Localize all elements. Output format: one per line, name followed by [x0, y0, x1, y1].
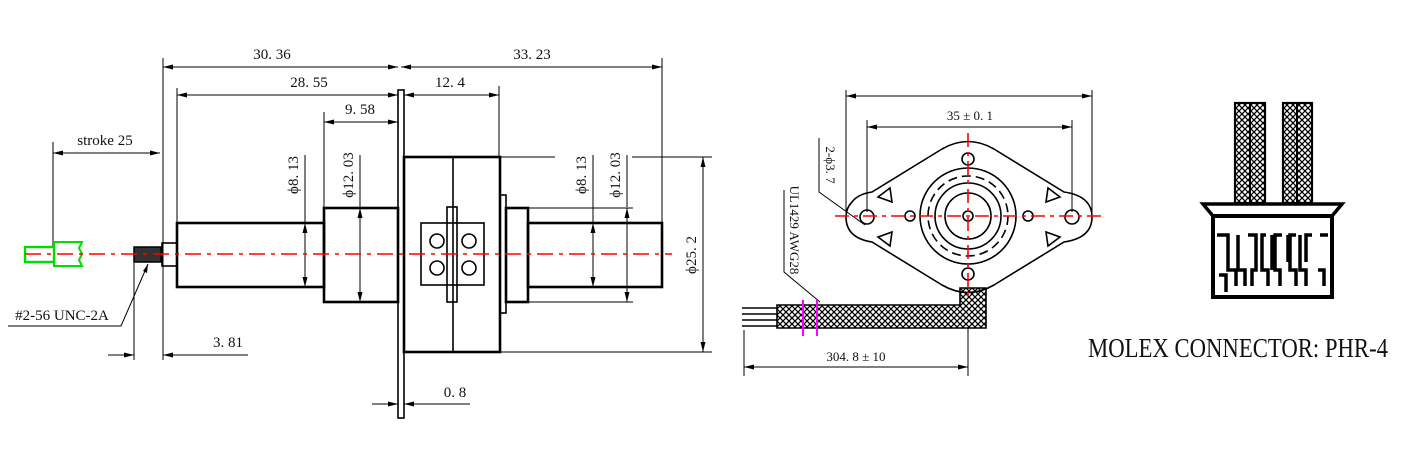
front-arrowheads — [744, 93, 1092, 370]
lead-length-dim: 304. 8 ± 10 — [826, 349, 885, 364]
body-diameter: ϕ25. 2 — [684, 236, 700, 274]
front-centerlines — [835, 133, 1105, 300]
hole-diameter-label: 2-ϕ3. 7 — [823, 146, 838, 184]
rear-collar — [322, 206, 400, 304]
side-view: 30. 36 33. 23 28. 55 12. 4 9. 58 stroke … — [8, 47, 712, 419]
stroke-label: stroke 25 — [77, 133, 132, 149]
dim-front-length: 33. 23 — [513, 47, 551, 63]
molex-connector: MOLEX CONNECTOR: PHR-4 — [1088, 101, 1388, 363]
dim-flange-thickness: 0. 8 — [444, 385, 467, 401]
thread-label: #2-56 UNC-2A — [15, 308, 109, 324]
hole-spacing-dim: 35 ± 0. 1 — [947, 108, 993, 123]
dim-body-length: 12. 4 — [435, 75, 466, 91]
rear-shaft — [175, 221, 326, 289]
front-shaft — [526, 221, 664, 289]
extended-shaft-position — [53, 241, 84, 267]
dim-thread-length: 3. 81 — [213, 335, 243, 351]
braided-sleeve — [776, 287, 987, 329]
dim-rear-collar: 9. 58 — [345, 102, 375, 118]
cut-marks — [802, 300, 818, 336]
front-collar-diameter: ϕ12. 03 — [608, 152, 624, 197]
terminal-holes — [429, 233, 477, 276]
connector-label: MOLEX CONNECTOR: PHR-4 — [1088, 333, 1388, 363]
front-view: 35 ± 0. 1 2-ϕ3. 7 UL1429 AWG28 304. 8 ± … — [742, 90, 1105, 376]
lead-wires — [742, 287, 987, 336]
dim-rear-shaft-length: 28. 55 — [290, 75, 328, 91]
mounting-plate — [845, 140, 1093, 294]
motor-body — [23, 89, 672, 419]
wire-spec-label: UL1429 AWG28 — [787, 186, 802, 275]
rear-shaft-diameter: ϕ8. 13 — [286, 156, 302, 194]
rear-collar-diameter: ϕ12. 03 — [341, 152, 357, 197]
arrowheads — [53, 64, 706, 407]
connector-contacts — [1217, 233, 1328, 292]
plate-slots — [876, 186, 1062, 248]
dimension-lines — [8, 66, 704, 405]
dim-rear-length: 30. 36 — [253, 47, 291, 63]
front-shaft-diameter: ϕ8. 13 — [574, 156, 590, 194]
front-collar — [504, 206, 530, 304]
front-dimension-lines — [743, 90, 1093, 376]
mounting-holes — [859, 209, 1080, 225]
extension-lines — [52, 58, 712, 360]
